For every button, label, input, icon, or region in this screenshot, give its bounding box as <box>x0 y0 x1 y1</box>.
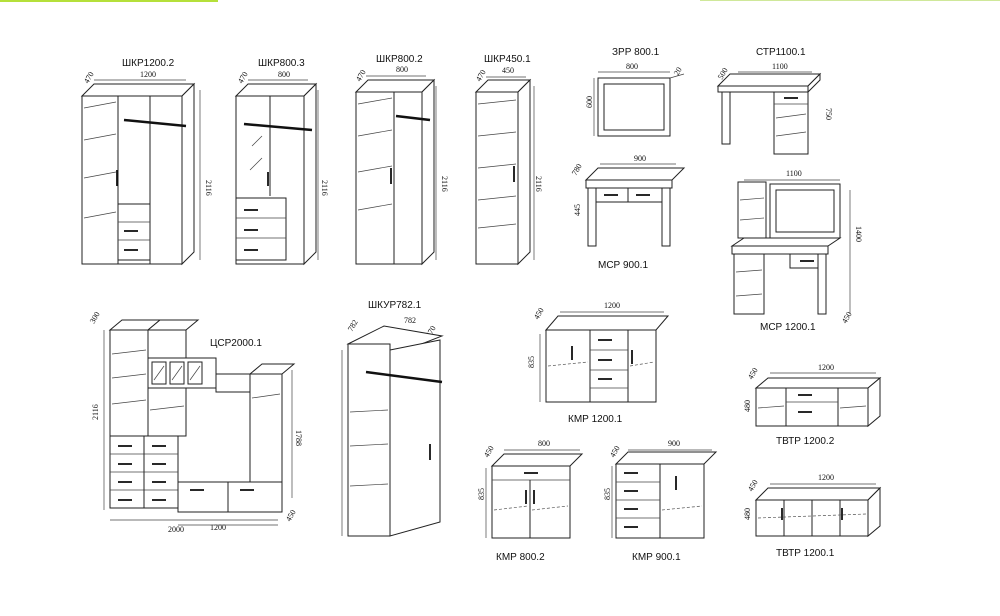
item-tvtr1200-2: ТВТР 1200.2 1200 450 480 <box>743 363 882 447</box>
item-msr900: МСР 900.1 900 780 445 <box>570 154 686 271</box>
dim-depth: 450 <box>532 306 546 321</box>
item-label: ТВТР 1200.1 <box>776 548 835 559</box>
item-label: ШКР800.2 <box>376 54 423 65</box>
dim-depth: 470 <box>236 70 250 85</box>
dim-width: 800 <box>626 62 638 71</box>
dim-width: 1100 <box>772 62 788 71</box>
item-shkr1200: ШКР1200.2 1200 470 2116 <box>80 58 213 266</box>
item-kmr900: КМР 900.1 900 450 835 <box>603 439 718 563</box>
item-label: ЗРР 800.1 <box>612 47 660 58</box>
item-label: МСР 1200.1 <box>760 322 816 333</box>
item-label: МСР 900.1 <box>598 260 648 271</box>
dim-height: 600 <box>585 96 594 108</box>
dim-depth: 450 <box>746 366 760 381</box>
dim-height: 750 <box>824 108 833 120</box>
dim-base-depth: 450 <box>284 508 298 523</box>
item-str1100: СТР1100.1 1100 500 750 <box>716 47 833 155</box>
dim-right-height: 1788 <box>294 430 303 446</box>
dim-depth-left: 782 <box>346 318 360 333</box>
item-shkr450: ШКР450.1 450 470 2116 <box>474 54 543 266</box>
dim-depth: 450 <box>746 478 760 493</box>
dim-depth: 780 <box>570 162 584 177</box>
item-label: КМР 800.2 <box>496 552 545 563</box>
dim-depth: 450 <box>482 444 496 459</box>
item-label: ЦСР2000.1 <box>210 338 262 349</box>
dim-width: 1200 <box>140 70 156 79</box>
dim-depth: 450 <box>840 310 854 325</box>
accent-bar <box>0 0 218 2</box>
item-label: ШКР1200.2 <box>122 58 175 69</box>
dim-width: 1100 <box>786 169 802 178</box>
dim-height: 2116 <box>320 180 329 196</box>
dim-width: 900 <box>634 154 646 163</box>
item-msr1200: МСР 1200.1 1100 1400 450 <box>730 169 863 333</box>
dim-width: 450 <box>502 66 514 75</box>
dim-depth: 300 <box>88 310 102 325</box>
dim-height: 2116 <box>440 176 449 192</box>
item-label: КМР 1200.1 <box>568 414 623 425</box>
dim-height: 835 <box>477 488 486 500</box>
dim-width: 1200 <box>604 301 620 310</box>
dim-width: 2000 <box>168 525 184 534</box>
item-tssr2000: ЦСР2000.1 300 2116 591 1788 2000 1200 45… <box>88 310 303 534</box>
item-label: ШКУР782.1 <box>368 300 422 311</box>
dim-width: 800 <box>538 439 550 448</box>
dim-width: 800 <box>396 65 408 74</box>
item-kmr1200: КМР 1200.1 1200 450 835 <box>527 301 670 425</box>
item-zrr800: ЗРР 800.1 800 20 600 <box>585 47 685 137</box>
item-tvtr1200-1: ТВТР 1200.1 1200 450 480 <box>743 473 882 559</box>
item-label: ШКР800.3 <box>258 58 305 69</box>
dim-base-width: 1200 <box>210 523 226 532</box>
item-label: КМР 900.1 <box>632 552 681 563</box>
dim-height: 835 <box>527 356 536 368</box>
dim-width: 782 <box>404 316 416 325</box>
dim-height: 1400 <box>854 226 863 242</box>
dim-depth: 470 <box>474 68 488 83</box>
dim-height: 835 <box>603 488 612 500</box>
dim-width: 1200 <box>818 363 834 372</box>
dim-height: 2116 <box>534 176 543 192</box>
dim-depth: 470 <box>82 70 96 85</box>
item-shkr800-2: ШКР800.2 800 470 2116 <box>354 54 449 266</box>
item-shkr800-3: ШКР800.3 800 470 2116 <box>234 58 329 266</box>
item-shkur782: ШКУР782.1 782 782 470 470 <box>341 300 444 537</box>
dim-height: 480 <box>743 400 752 412</box>
item-label: ШКР450.1 <box>484 54 531 65</box>
dim-height: 445 <box>573 204 582 216</box>
dim-height: 2116 <box>91 404 100 420</box>
dim-height: 2116 <box>204 180 213 196</box>
accent-bar-right <box>700 0 1000 1</box>
dim-depth: 20 <box>672 66 684 77</box>
item-kmr800: КМР 800.2 800 450 835 <box>477 439 584 563</box>
dim-width: 1200 <box>818 473 834 482</box>
dim-depth: 450 <box>608 444 622 459</box>
dim-width: 900 <box>668 439 680 448</box>
dim-height: 480 <box>743 508 752 520</box>
dim-depth: 470 <box>354 68 368 83</box>
dim-width: 800 <box>278 70 290 79</box>
item-label: ТВТР 1200.2 <box>776 436 835 447</box>
item-label: СТР1100.1 <box>756 47 806 58</box>
